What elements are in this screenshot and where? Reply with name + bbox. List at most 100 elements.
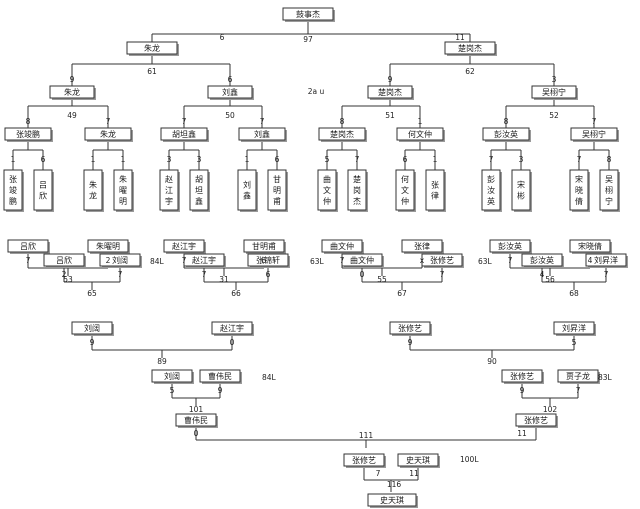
right-leaf-node-1-0-0: 彭汝英 <box>481 169 502 212</box>
right-leaf-node-0-1-1-label: 张律 <box>431 181 439 201</box>
left-leaf-node-0-0-0-label: 张竣鹏 <box>9 175 17 206</box>
right-r1-1-node-0: 彭汝英 <box>489 239 532 254</box>
final-total: 116 <box>387 480 402 489</box>
left-r2-1-score-1: 6 <box>266 270 271 279</box>
right-leaf-score-0-0-1: 7 <box>355 155 360 164</box>
right-leaf-score-1-0-0: 7 <box>489 155 494 164</box>
right-upper-total: 62 <box>465 67 475 76</box>
right-r1-0-node-1: 张律 <box>401 239 444 254</box>
right-leaf-score-0-1-0: 6 <box>403 155 408 164</box>
top-right-node-label: 楚岗杰 <box>458 43 482 53</box>
final-node-1: 史天琪 <box>397 453 440 468</box>
left-r3-node-1-label: 赵江宇 <box>220 323 244 333</box>
left-quarter-node-1-1-label: 刘鑫 <box>254 129 270 139</box>
left-r1-0-total: 53 <box>63 275 73 284</box>
left-r3-score-1: 0 <box>230 338 235 347</box>
left-leaf-node-1-0-0: 赵江宇 <box>159 169 180 212</box>
left-r1-0-node-1: 朱曜明 <box>87 239 130 254</box>
right-winner-score: 11 <box>517 429 527 438</box>
right-quarter-node-0-1: 何文仲 <box>396 127 445 142</box>
left-leaf-node-0-1-0-label: 朱龙 <box>89 180 97 201</box>
right-r3-node-0: 张修艺 <box>389 321 432 336</box>
right-quarter-node-0-0-label: 楚岗杰 <box>330 129 354 139</box>
root-node: 鼓事杰 <box>282 7 335 22</box>
right-quarter-node-1-1-label: 吴栩宁 <box>582 129 606 139</box>
left-r3-score-0: 9 <box>90 338 95 347</box>
right-r2-0-score-1: 7 <box>440 270 445 279</box>
right-mid-node-0-label: 楚岗杰 <box>378 87 402 97</box>
right-r4-note: 83L <box>598 373 613 382</box>
top-left-node: 朱龙 <box>126 41 179 56</box>
right-r2-1-node-1: 刘昇洋 <box>585 253 628 268</box>
top-right-node: 楚岗杰 <box>444 41 497 56</box>
left-mid-node-1-label: 刘鑫 <box>222 87 238 97</box>
right-r4-score-1: 7 <box>576 386 581 395</box>
left-r2-1-node-0-label: 赵江宇 <box>192 255 216 265</box>
left-r1-1-node-1: 甘明甫 <box>243 239 286 254</box>
left-r2-0-node-0-label: 吕欣 <box>56 255 72 265</box>
left-leaf-node-0-0-0: 张竣鹏 <box>3 169 24 212</box>
root-right-score: 11 <box>455 33 465 42</box>
left-leaf-score-0-0-0: 1 <box>11 155 16 164</box>
left-quarter-node-0-1-label: 朱龙 <box>100 129 116 139</box>
right-leaf-node-0-1-0-label: 何文仲 <box>401 174 409 206</box>
right-r1-1-score-1: 4 <box>588 256 593 265</box>
left-r2-1-node-1: 张锦轩 <box>247 253 290 268</box>
right-winner-node: 张修艺 <box>515 413 558 428</box>
right-r3-total: 90 <box>487 357 497 366</box>
left-r2-1-note: 63L <box>310 257 325 266</box>
right-r2-0-node-1-label: 张修艺 <box>430 255 454 265</box>
top-left-node-label: 朱龙 <box>144 43 160 53</box>
right-quarter-node-1-0-label: 彭汝英 <box>494 129 518 139</box>
right-leaf-node-1-1-0: 宋晓倩 <box>569 169 590 212</box>
left-quarter-node-1-0: 胡坦鑫 <box>160 127 209 142</box>
left-r1-0-score-1: 2 <box>106 256 111 265</box>
right-quarter-score-0-1: 1 <box>418 117 423 126</box>
champion-node-label: 史天琪 <box>380 495 404 505</box>
final-node-0-label: 张修艺 <box>352 455 376 465</box>
left-leaf-node-1-1-0: 刘鑫 <box>237 169 258 212</box>
left-winner-node: 曹伟民 <box>175 413 218 428</box>
right-mid-score-0: 9 <box>388 75 393 84</box>
left-r1-1-node-1-label: 甘明甫 <box>252 241 276 251</box>
right-r2-0-score-0: 0 <box>360 270 365 279</box>
right-leaf-node-1-1-1: 吴栩宁 <box>599 169 620 212</box>
left-r3-node-1: 赵江宇 <box>211 321 254 336</box>
left-r4-node-1: 曹伟民 <box>199 369 242 384</box>
left-r2-0-node-1-label: 刘阔 <box>112 255 128 265</box>
left-leaf-node-1-0-0-label: 赵江宇 <box>165 174 173 206</box>
right-r1-0-node-1-label: 张律 <box>414 241 430 251</box>
final-node-0: 张修艺 <box>343 453 386 468</box>
right-r4-node-1: 贾子龙 <box>557 369 600 384</box>
right-quarter-score-0-0: 8 <box>340 117 345 126</box>
right-r1-1-total: 56 <box>545 275 555 284</box>
right-leaf-score-0-0-0: 5 <box>325 155 330 164</box>
right-r1-0-score-1: x <box>420 256 425 265</box>
root-left-score: 6 <box>220 33 225 42</box>
right-r2-0-node-0: 曲文仲 <box>341 253 384 268</box>
right-r3-score-0: 9 <box>408 338 413 347</box>
right-quarter-score-1-1: 7 <box>592 117 597 126</box>
right-leaf-node-0-1-1: 张律 <box>425 169 446 212</box>
right-r1-1-node-0-label: 彭汝英 <box>498 241 522 251</box>
left-r1-1-node-0-label: 赵江宇 <box>172 241 196 251</box>
left-r1-1-total: 31 <box>219 275 229 284</box>
right-mid-total-1: 52 <box>549 111 559 120</box>
left-mid-node-1: 刘鑫 <box>207 85 254 100</box>
right-r4-node-0: 张修艺 <box>501 369 544 384</box>
right-mid-node-1-label: 吴栩宁 <box>542 87 566 97</box>
left-r3-total: 89 <box>157 357 167 366</box>
left-quarter-score-1-0: 7 <box>182 117 187 126</box>
right-leaf-node-0-0-0-label: 曲文仲 <box>323 174 331 206</box>
right-leaf-score-1-1-0: 7 <box>577 155 582 164</box>
left-r2-1-score-0: 7 <box>202 270 207 279</box>
final-note: 100L <box>460 455 479 464</box>
right-leaf-node-1-1-0-label: 宋晓倩 <box>575 174 583 206</box>
left-quarter-node-1-0-label: 胡坦鑫 <box>172 129 196 139</box>
left-leaf-node-0-1-1-label: 朱曜明 <box>119 174 127 206</box>
left-r3-node-0-label: 刘阔 <box>84 323 100 333</box>
left-r1-1-node-0: 赵江宇 <box>163 239 206 254</box>
right-r4-total: 102 <box>543 405 558 414</box>
